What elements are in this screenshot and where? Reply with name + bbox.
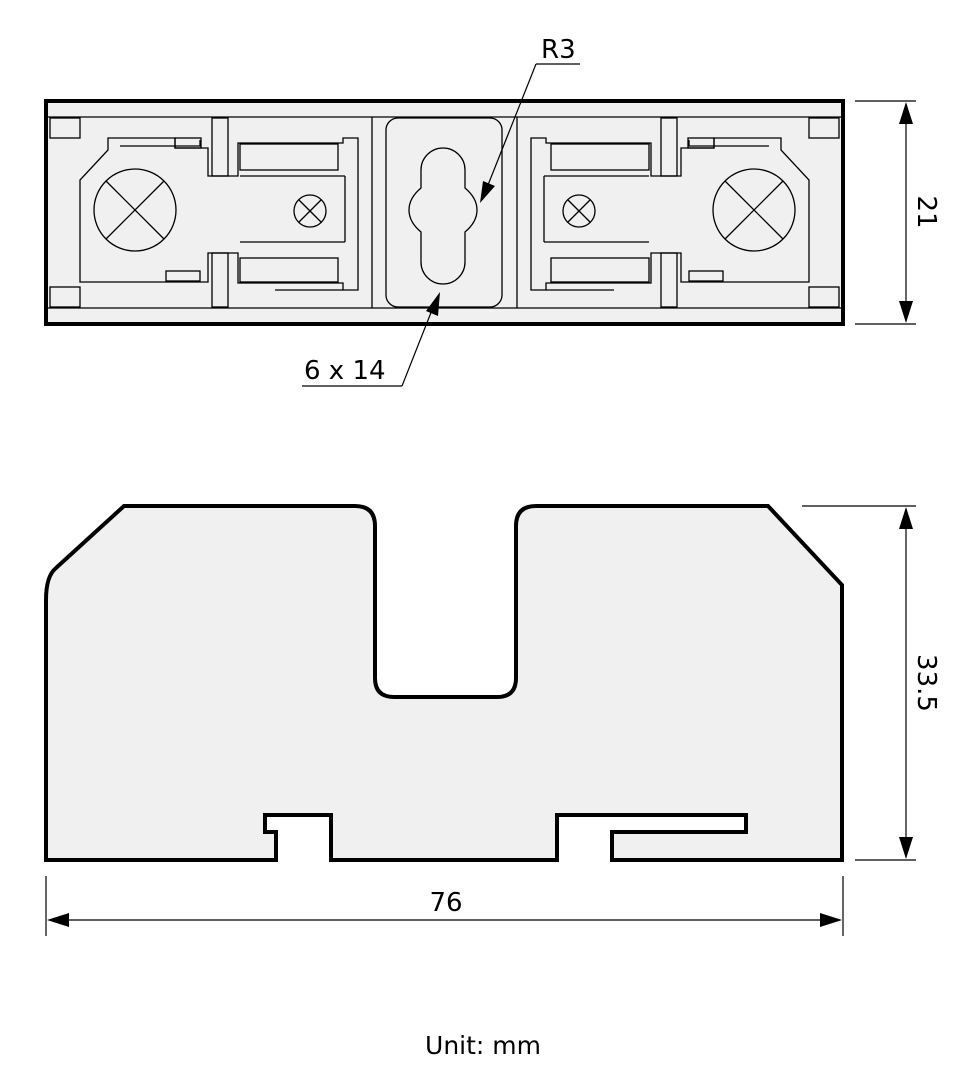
- arrow-head-icon: [899, 507, 913, 529]
- screw-icon: [293, 194, 327, 228]
- arrow-head-icon: [899, 301, 913, 323]
- arrow-head-icon: [899, 837, 913, 859]
- corner-tab: [49, 286, 81, 308]
- arrow-head-icon: [820, 913, 842, 927]
- height-dimension-21: 21: [855, 100, 941, 325]
- width-76-label: 76: [429, 888, 462, 918]
- arrow-head-icon: [480, 181, 495, 203]
- arrow-head-icon: [426, 292, 440, 316]
- screw-icon: [93, 168, 177, 252]
- left-terminal: [79, 117, 359, 308]
- arrow-head-icon: [47, 913, 69, 927]
- height-dimension-33-5: 33.5: [802, 505, 941, 861]
- screw-icon: [712, 168, 796, 252]
- arrow-head-icon: [899, 102, 913, 124]
- corner-tab: [49, 117, 81, 139]
- side-view: 33.5 76: [44, 504, 941, 936]
- height-21-label: 21: [911, 195, 941, 228]
- corner-tab: [808, 286, 840, 308]
- top-view: R3 6 x 14 21: [44, 35, 941, 387]
- slot-label: 6 x 14: [304, 356, 386, 386]
- center-pocket: [385, 117, 503, 308]
- unit-label: Unit: mm: [425, 1031, 541, 1060]
- right-terminal: [530, 117, 810, 308]
- screw-icon: [562, 194, 596, 228]
- r3-label: R3: [541, 35, 576, 65]
- slot-6x14: [408, 147, 478, 285]
- height-33-5-label: 33.5: [911, 654, 941, 712]
- corner-tab: [808, 117, 840, 139]
- slot-callout: 6 x 14: [302, 292, 440, 387]
- width-dimension-76: 76: [45, 876, 844, 936]
- r3-callout: R3: [480, 35, 580, 203]
- side-view-outline: [44, 504, 844, 862]
